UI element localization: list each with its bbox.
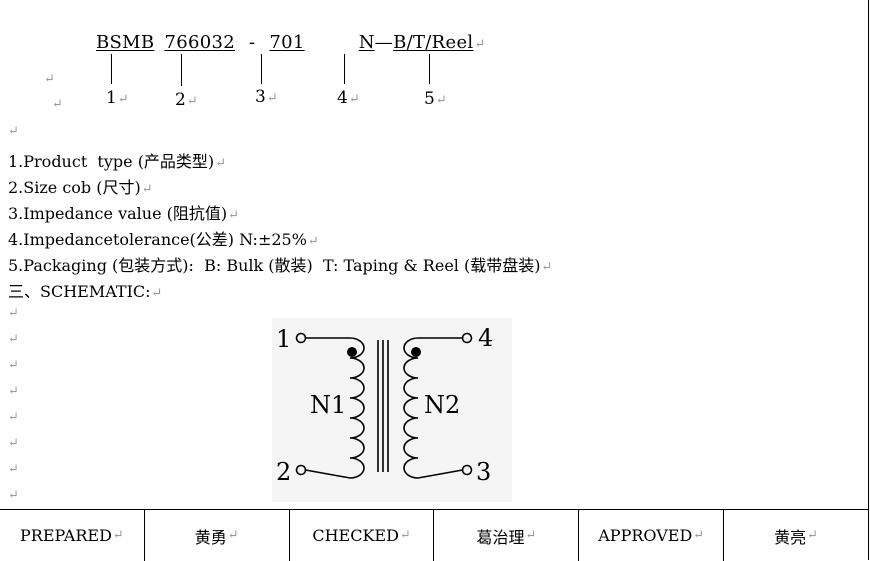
callout-label-3: 3↵ <box>255 87 278 107</box>
spec-packaging: 5.Packaging (包装方式): B: Bulk (散装) T: Tapi… <box>8 256 553 275</box>
callout-tick-2 <box>181 54 182 86</box>
callout-tick-1 <box>111 54 112 84</box>
callout-label-2: 2↵ <box>175 90 198 110</box>
spec-impedance: 3.Impedance value (阻抗值)↵ <box>8 204 240 223</box>
spec-size: 2.Size cob (尺寸)↵ <box>8 178 153 197</box>
prepared-name-cell: 黄勇↵ <box>145 510 290 561</box>
spec-tolerance: 4.Impedancetolerance(公差) N:±25%↵ <box>8 230 319 249</box>
return-mark: ↵ <box>8 124 19 139</box>
pin-3-label: 3 <box>476 458 491 486</box>
return-mark: ↵ <box>44 72 55 87</box>
return-mark: ↵ <box>8 358 19 373</box>
return-mark: ↵ <box>8 436 19 451</box>
approved-label-cell: APPROVED↵ <box>579 510 725 561</box>
callout-label-1: 1↵ <box>106 88 129 108</box>
callout-tick-4 <box>344 54 345 84</box>
checked-name-cell: 葛治理↵ <box>434 510 580 561</box>
pn-impedance: 701 <box>269 32 305 53</box>
return-mark: ↵ <box>8 332 19 347</box>
pn-tolerance: N <box>358 32 375 53</box>
pn-dash2: — <box>374 32 394 53</box>
callout-label-4: 4↵ <box>337 88 360 108</box>
pin-1-label: 1 <box>276 325 291 353</box>
return-mark: ↵ <box>52 97 63 112</box>
signoff-table: PREPARED↵ 黄勇↵ CHECKED↵ 葛治理↵ APPROVED↵ 黄亮… <box>0 509 868 561</box>
pn-series: BSMB <box>96 32 155 53</box>
winding-n2-label: N2 <box>424 391 460 419</box>
schematic-heading: 三、SCHEMATIC:↵ <box>8 282 163 301</box>
callout-tick-3 <box>261 54 262 84</box>
prepared-label-cell: PREPARED↵ <box>0 510 145 561</box>
spec-product-type: 1.Product type (产品类型)↵ <box>8 152 227 171</box>
pin-2-label: 2 <box>276 458 291 486</box>
approved-name-cell: 黄亮↵ <box>774 527 819 547</box>
pin-4-label: 4 <box>478 324 493 352</box>
callout-tick-5 <box>429 54 430 84</box>
part-number-code: BSMB 766032 - 701 N—B/T/Reel↵ <box>96 32 486 53</box>
pn-dash: - <box>249 32 256 53</box>
polarity-dot-n1 <box>347 347 357 357</box>
return-mark: ↵ <box>8 488 19 503</box>
return-mark: ↵ <box>8 306 19 321</box>
pn-packaging: B/T/Reel <box>393 32 474 53</box>
callout-label-5: 5↵ <box>424 89 447 109</box>
return-mark: ↵ <box>8 384 19 399</box>
return-mark: ↵ <box>8 410 19 425</box>
winding-n1-label: N1 <box>310 391 346 419</box>
transformer-schematic: 1 2 3 4 N1 N2 <box>272 318 512 502</box>
checked-label-cell: CHECKED↵ <box>290 510 435 561</box>
return-mark: ↵ <box>8 462 19 477</box>
return-mark: ↵ <box>474 37 486 52</box>
polarity-dot-n2 <box>411 347 421 357</box>
pn-size: 766032 <box>164 32 235 53</box>
